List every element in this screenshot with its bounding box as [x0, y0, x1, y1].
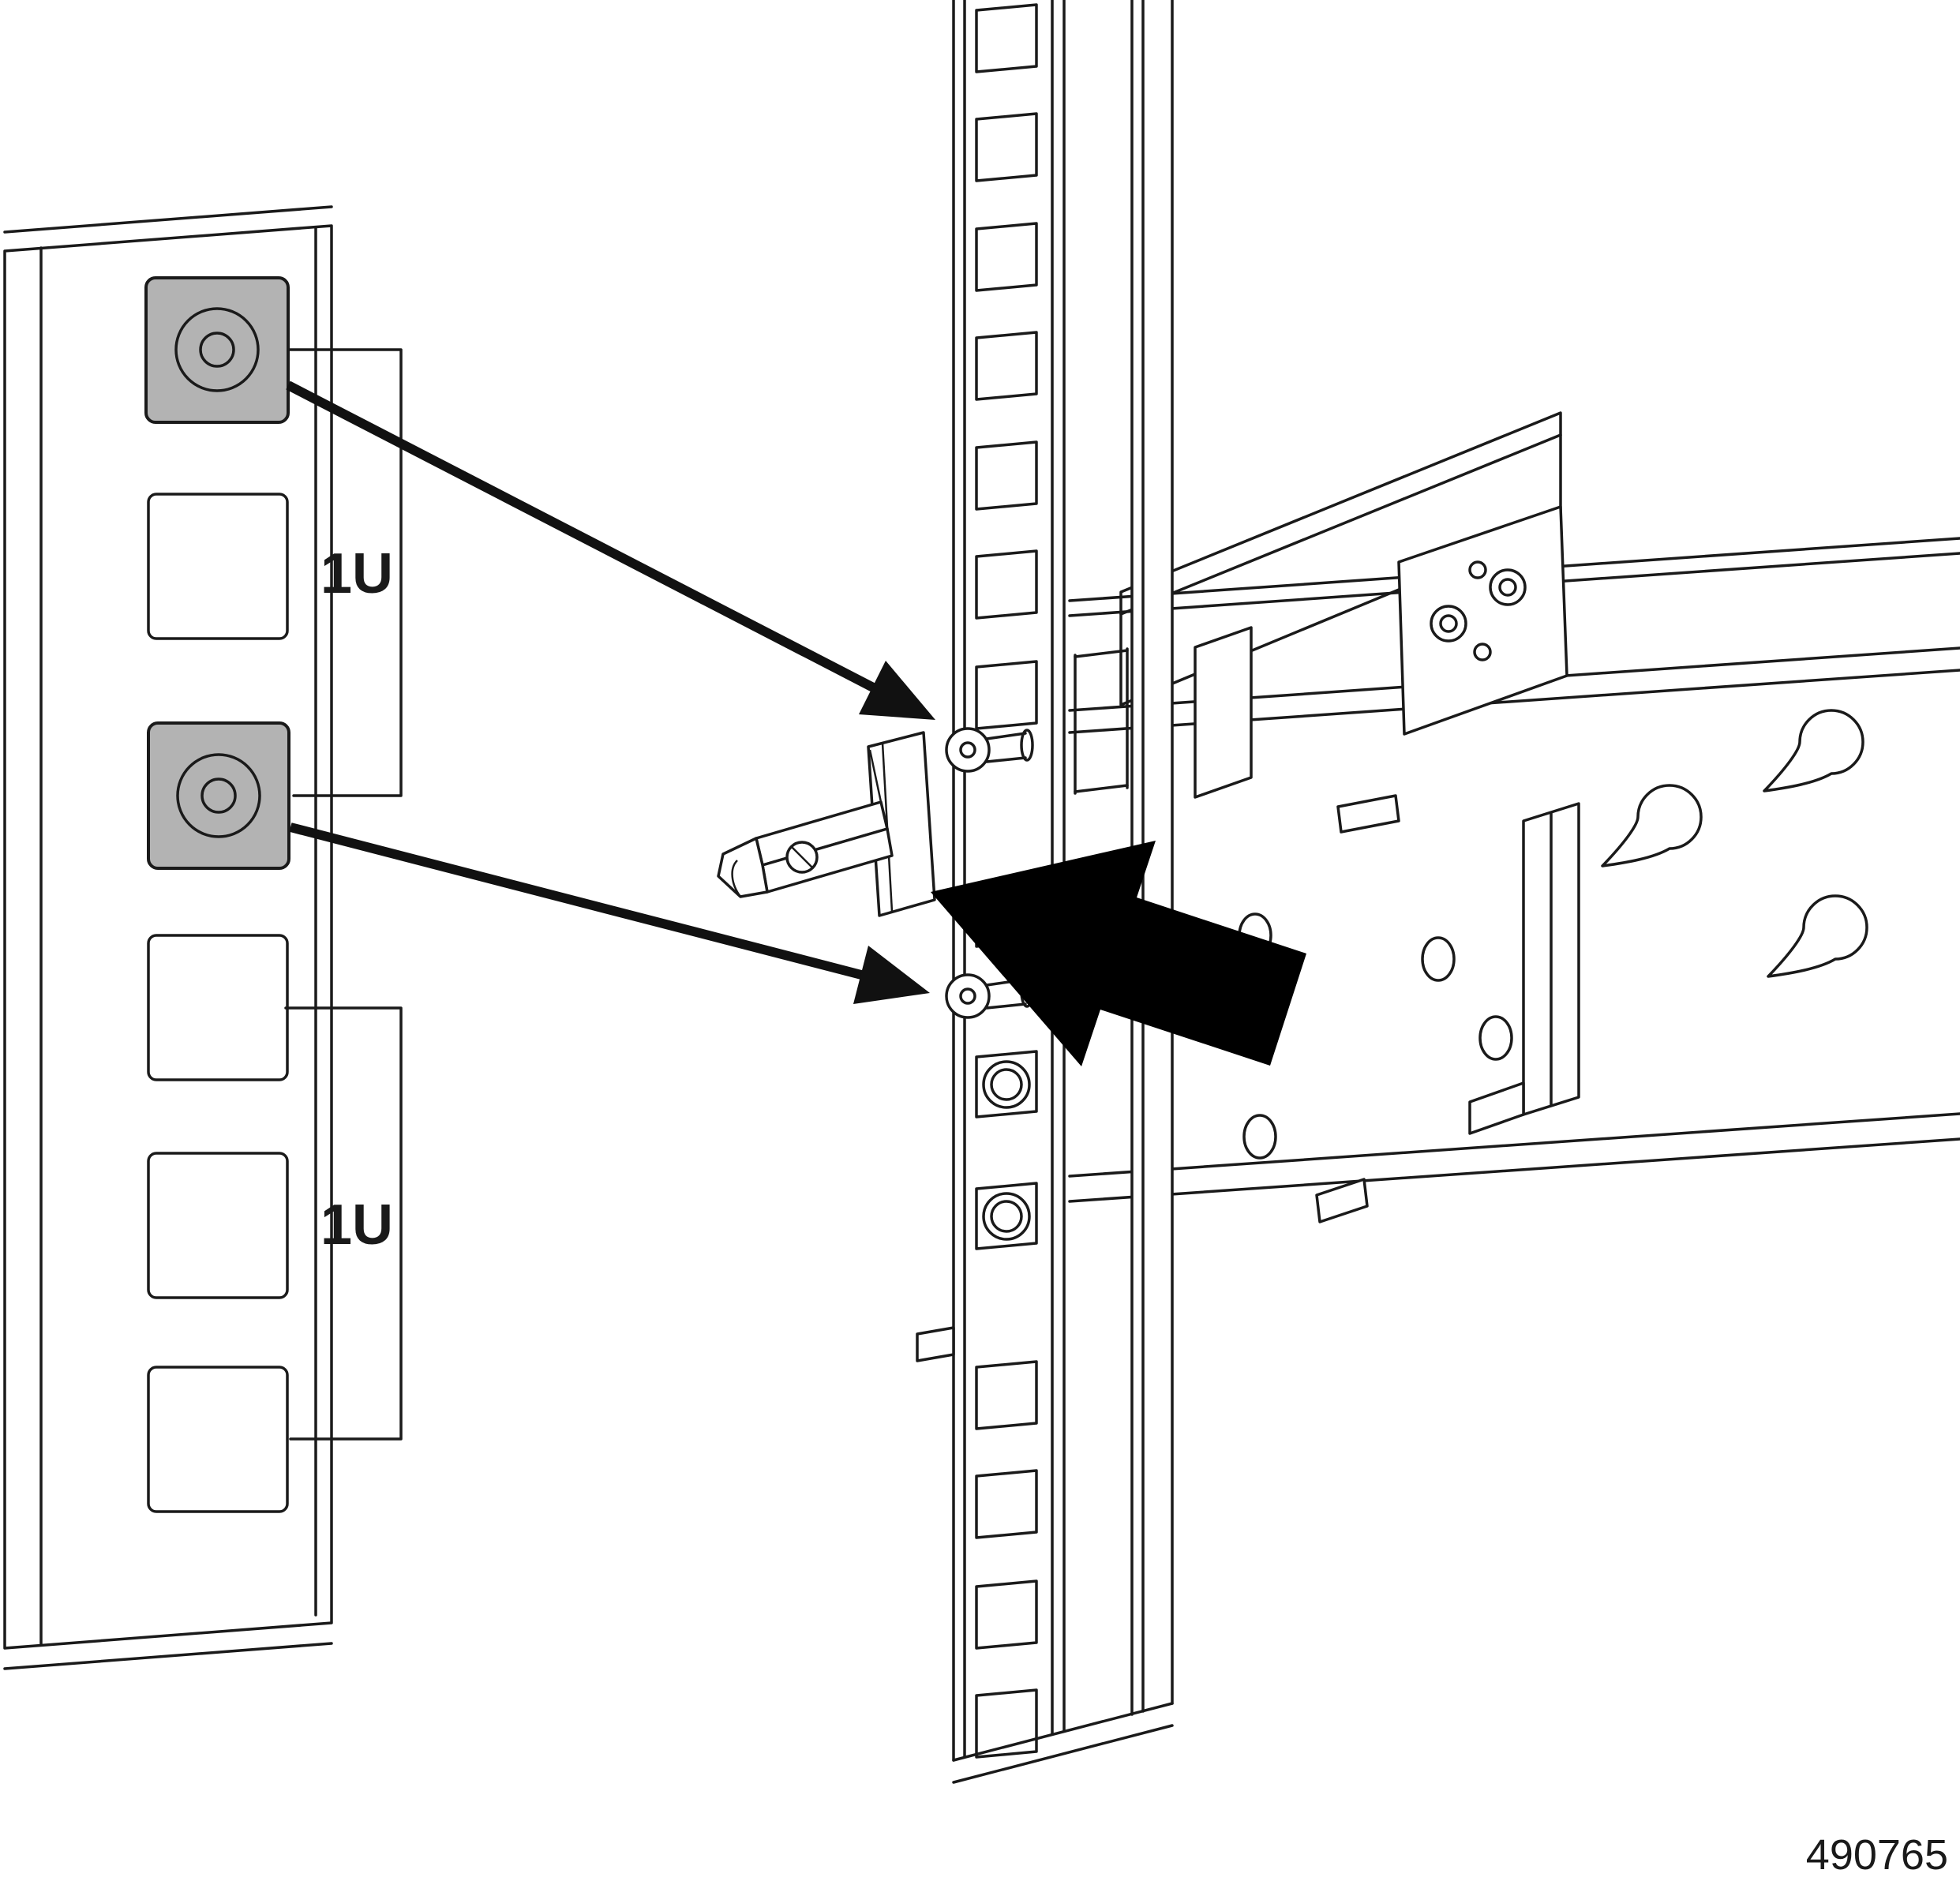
clip-nut-circle-inner [990, 1200, 1023, 1233]
pin-head [945, 973, 991, 1019]
gap-detail-line [1074, 784, 1129, 793]
rail-screw-plate [1397, 505, 1568, 736]
insertion-arrow [931, 841, 1306, 1066]
post-bottom-break-line [952, 1724, 1174, 1784]
rivet-hole [1468, 560, 1487, 579]
u-bracket-line-top [287, 348, 403, 797]
pin-head-center [959, 741, 976, 759]
pointer-line [289, 822, 866, 980]
rail-front-bracket [1194, 626, 1253, 799]
screw-head [1489, 568, 1527, 606]
rail-bottom-hem [1068, 1137, 1960, 1203]
clip-nut-circle-outer [982, 1192, 1031, 1241]
rail-lower-bracket [1468, 802, 1580, 1135]
mounting-hole-highlighted-top [144, 276, 290, 424]
rail-tab [1336, 794, 1400, 834]
cage-clip [717, 731, 936, 917]
pointer-arrow-top [286, 380, 935, 720]
highlight-square-top [144, 276, 290, 424]
highlight-square-bottom [147, 721, 290, 870]
pin-socket [1020, 729, 1034, 762]
clip-nut-circle-outer [982, 1060, 1031, 1109]
rail-bracket-hem [1119, 433, 1562, 616]
rail-hole [1421, 936, 1456, 982]
mounting-hole [147, 934, 289, 1081]
u-bracket-line-bottom [284, 1006, 403, 1441]
pointer-arrowhead [859, 661, 935, 720]
u-spacing-bracket-bottom: 1U [284, 1006, 403, 1441]
left-rack-post [3, 205, 333, 1670]
pin-shaft-line [985, 756, 1027, 763]
mounting-hole [147, 493, 289, 640]
clip-nut-hole-top [975, 1050, 1038, 1118]
post-bottom-break-line [952, 1702, 1174, 1762]
mounting-hole [147, 1152, 289, 1299]
screw-head-center [1439, 614, 1458, 633]
rail-bottom-edge [1068, 1112, 1960, 1178]
highlight-circle-outer-bottom [176, 753, 261, 838]
pin-shaft-line [985, 732, 1027, 740]
slide-rail-assembly [1068, 411, 1960, 1223]
u-spacing-label-top: 1U [320, 542, 393, 605]
pin-shaft-line [985, 1002, 1027, 1010]
left-post-bottom-break-line [3, 1642, 333, 1670]
rail-hole [1242, 1114, 1277, 1160]
clip-nut-circle-inner [990, 1068, 1023, 1101]
figure-number: 490765 [1806, 1831, 1948, 1879]
pointer-line [286, 380, 879, 694]
highlight-circle-inner-bottom [200, 778, 237, 814]
u-spacing-label-bottom: 1U [320, 1193, 393, 1257]
clip-hook-curl [731, 860, 742, 897]
clip-nut-square [975, 1050, 1038, 1118]
pin-head-center [959, 987, 976, 1005]
clip-nut-square [975, 1182, 1038, 1250]
mounting-pin-bottom [945, 973, 1034, 1019]
highlight-circle-outer-top [174, 307, 260, 392]
pointer-arrowhead [853, 946, 930, 1004]
rail-tab [1315, 1178, 1369, 1223]
rail-hole [1478, 1015, 1513, 1061]
mounting-pin-top [945, 727, 1034, 773]
clip-fold-line [868, 749, 883, 803]
rivet-hole [1473, 643, 1492, 661]
rack-tab [916, 1326, 955, 1362]
highlight-circle-inner-top [199, 332, 235, 368]
mounting-hole [147, 1366, 289, 1513]
u-spacing-bracket-top: 1U [287, 348, 403, 797]
clip-screw-slot [791, 846, 813, 868]
pin-head [945, 727, 991, 773]
left-post-top-break-line [3, 205, 333, 234]
screw-head [1430, 605, 1467, 643]
screw-head-center [1498, 578, 1517, 597]
mounting-hole-highlighted-bottom [147, 721, 290, 870]
screw-plate-face [1397, 505, 1568, 736]
clip-nut-hole-bottom [975, 1182, 1038, 1250]
pointer-arrow-bottom [289, 822, 930, 1004]
gap-detail-line [1074, 649, 1129, 658]
lower-bracket-foot [1468, 1081, 1525, 1135]
